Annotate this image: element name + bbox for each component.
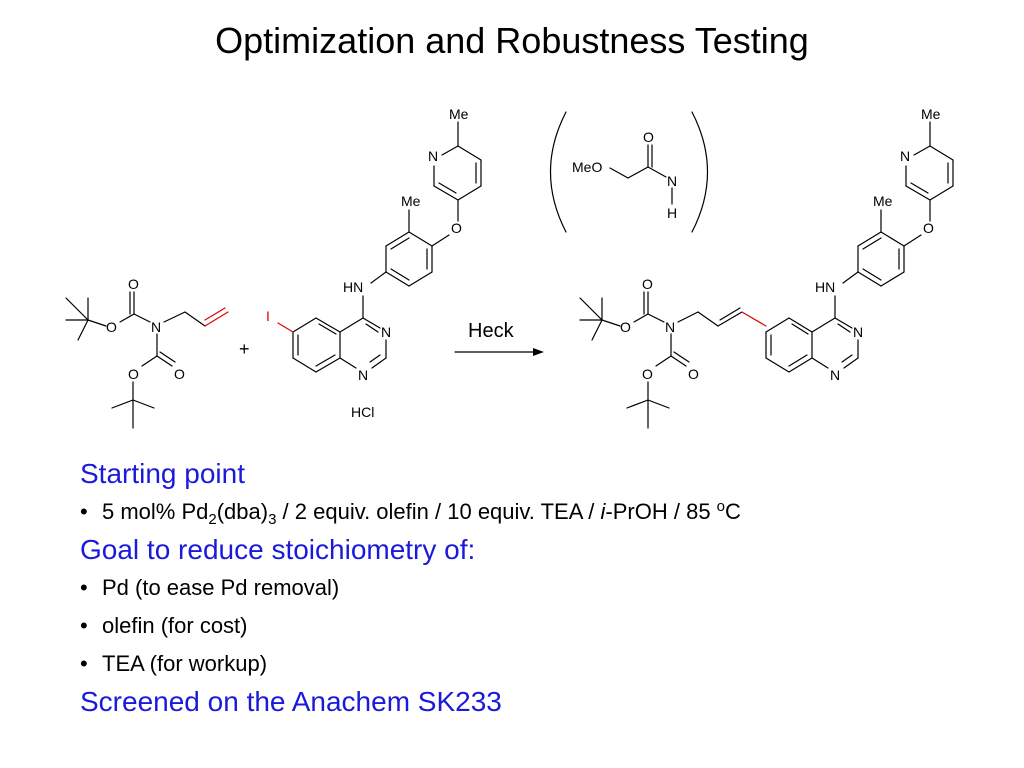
slide-title: Optimization and Robustness Testing: [215, 20, 809, 61]
hcl-salt: HCl: [351, 404, 374, 420]
condition-text: -PrOH / 85: [605, 499, 717, 524]
reaction-scheme: O O N O O +: [65, 106, 954, 429]
atom-o: O: [128, 276, 139, 292]
atom-n: N: [151, 319, 161, 335]
condition-text: 5 mol% Pd: [102, 499, 209, 524]
goal-item: • Pd (to ease Pd removal): [80, 569, 980, 607]
subscript: 2: [208, 511, 217, 528]
plus-sign: +: [239, 339, 250, 359]
bullet-dot: •: [80, 575, 88, 600]
subscript: 3: [268, 511, 277, 528]
atom-o: O: [688, 366, 699, 382]
goal-item-text: TEA (for workup): [102, 651, 268, 676]
notes-section: Starting point • 5 mol% Pd2(dba)3 / 2 equ…: [80, 455, 980, 721]
goal-item-text: olefin (for cost): [102, 613, 248, 638]
bullet-dot: •: [80, 613, 88, 638]
bullet-dot: •: [80, 651, 88, 676]
superscript: o: [716, 498, 726, 515]
atom-me: Me: [921, 106, 941, 122]
starting-point-heading: Starting point: [80, 458, 245, 489]
atom-me: Me: [449, 106, 469, 122]
atom-hn: HN: [815, 279, 835, 295]
condition-text: C: [725, 499, 741, 524]
goal-item-text: Pd (to ease Pd removal): [102, 575, 340, 600]
reaction-arrow: Heck: [454, 320, 544, 356]
atom-o: O: [642, 366, 653, 382]
atom-o: O: [106, 319, 117, 335]
italic-prefix: i: [600, 499, 606, 524]
arrow-label-heck: Heck: [468, 320, 515, 342]
additive-methoxyacetamide: MeO O N H: [549, 111, 709, 233]
atom-me: Me: [401, 193, 421, 209]
atom-n: N: [667, 173, 677, 189]
atom-o: O: [642, 276, 653, 292]
reactant-diboc-allylamine: O O N O O: [65, 276, 229, 429]
atom-n: N: [381, 324, 391, 340]
bullet-dot: •: [80, 499, 88, 524]
starting-point-conditions: • 5 mol% Pd2(dba)3 / 2 equiv. olefin / 10…: [80, 493, 980, 531]
atom-h: H: [667, 205, 677, 221]
atom-n: N: [428, 148, 438, 164]
atom-o: O: [923, 220, 934, 236]
atom-n: N: [900, 148, 910, 164]
goal-heading: Goal to reduce stoichiometry of:: [80, 534, 476, 565]
condition-text: / 2 equiv. olefin / 10 equiv. TEA /: [276, 499, 601, 524]
atom-me: Me: [873, 193, 893, 209]
atom-n: N: [853, 324, 863, 340]
atom-hn: HN: [343, 279, 363, 295]
atom-o: O: [128, 366, 139, 382]
atom-i: I: [266, 308, 270, 324]
reactant-iodoquinazoline: I HN N N O Me N Me HCl: [266, 106, 482, 420]
goal-item: • olefin (for cost): [80, 607, 980, 645]
atom-o: O: [451, 220, 462, 236]
product: O O N O O HN N N O Me N Me: [579, 106, 954, 429]
goal-item: • TEA (for workup): [80, 645, 980, 683]
condition-text: (dba): [216, 499, 269, 524]
atom-n: N: [358, 367, 368, 383]
atom-n: N: [830, 367, 840, 383]
screened-heading: Screened on the Anachem SK233: [80, 686, 502, 717]
atom-o: O: [643, 129, 654, 145]
atom-o: O: [620, 319, 631, 335]
atom-n: N: [665, 319, 675, 335]
atom-o: O: [174, 366, 185, 382]
atom-meo: MeO: [572, 159, 602, 175]
